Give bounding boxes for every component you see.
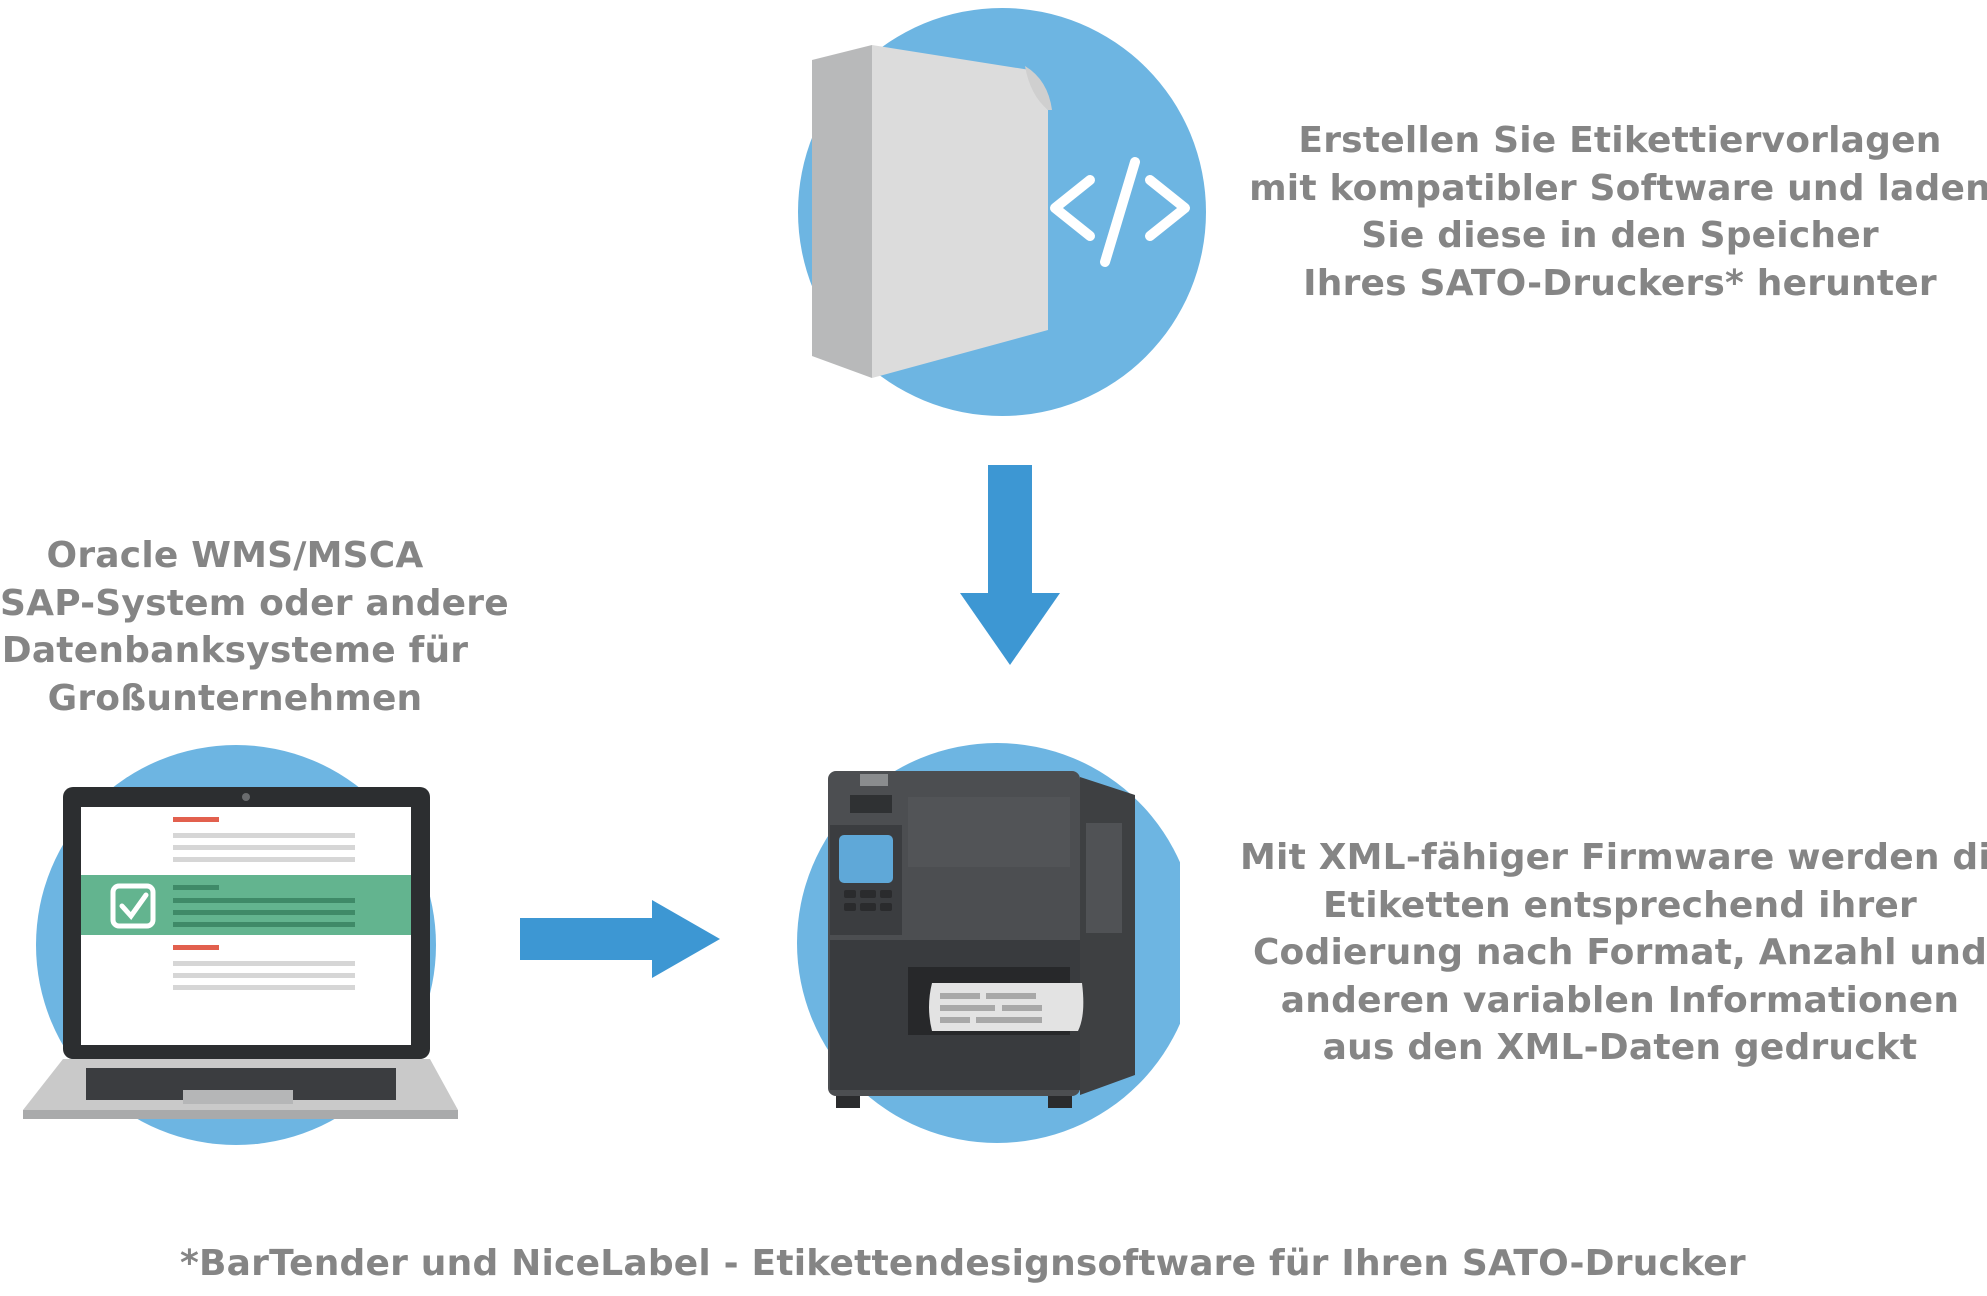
footnote: *BarTender und NiceLabel - Etikettendesi…	[180, 1243, 1746, 1284]
caption-firmware-line: anderen variablen Informationen	[1280, 979, 1960, 1021]
caption-software-line: Sie diese in den Speicher	[1361, 215, 1879, 256]
laptop-icon	[23, 787, 458, 1119]
caption-software-line: mit kompatibler Software und laden	[1249, 167, 1987, 209]
label-printer-icon	[828, 771, 1135, 1108]
caption-firmware-line: Etiketten entsprechend ihrer	[1323, 884, 1917, 926]
caption-firmware-line: Mit XML-fähiger Firmware werden die	[1240, 837, 1987, 878]
software-illustration	[798, 8, 1206, 416]
caption-firmware-line: Codierung nach Format, Anzahl und	[1252, 932, 1987, 973]
caption-software-line: Erstellen Sie Etikettiervorlagen	[1298, 120, 1942, 161]
code-brackets-icon	[1050, 157, 1190, 267]
software-box-icon	[812, 45, 1052, 378]
caption-firmware-line: aus den XML-Daten gedruckt	[1322, 1027, 1918, 1068]
caption-software: Erstellen Sie Etikettiervorlagen mit kom…	[1240, 117, 1987, 307]
laptop-illustration	[23, 745, 458, 1145]
arrow-right-icon	[520, 900, 720, 978]
caption-systems-line: SAP-System oder andere	[0, 582, 509, 624]
arrow-down-icon	[960, 465, 1060, 665]
caption-systems-line: Oracle WMS/MSCA	[46, 535, 424, 576]
caption-systems-line: Großunternehmen	[47, 677, 423, 719]
caption-systems-line: Datenbanksysteme für	[1, 630, 469, 671]
caption-firmware: Mit XML-fähiger Firmware werden die Etik…	[1240, 834, 1987, 1072]
caption-systems: Oracle WMS/MSCA SAP-System oder andere D…	[0, 532, 509, 722]
printer-illustration	[797, 743, 1180, 1143]
caption-software-line: Ihres SATO-Druckers* herunter	[1303, 262, 1937, 304]
